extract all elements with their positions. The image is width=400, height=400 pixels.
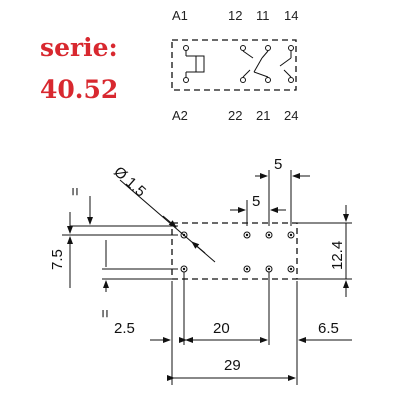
- pin-label: 12: [228, 8, 242, 23]
- pcb-hole-icon: [243, 265, 251, 273]
- pitch-top-inner-label: 5: [252, 193, 260, 210]
- pcb-hole-icon: [289, 233, 293, 237]
- pcb-hole-icon: [287, 231, 295, 239]
- pin-label: 24: [284, 108, 298, 123]
- pcb-hole-icon: [289, 267, 293, 271]
- equal-mark-bottom: =: [97, 309, 114, 318]
- bottom-dimensions: 2.5 20 6.5 29: [114, 272, 352, 385]
- left-dimensions: = 7.5 =: [49, 187, 178, 318]
- series-label: serie:: [40, 33, 118, 62]
- right-offset-label: 6.5: [318, 320, 339, 337]
- pcb-hole-icon: [287, 265, 295, 273]
- hole-diameter-label: Ø 1.5: [110, 163, 149, 200]
- overall-length-label: 29: [224, 357, 241, 374]
- pin-label: 11: [256, 8, 270, 23]
- pin-label: 14: [284, 8, 298, 23]
- pin-label: A2: [172, 108, 188, 123]
- center-span-label: 20: [213, 320, 230, 337]
- equal-mark-top: =: [67, 187, 84, 196]
- height-dimension: 12.4: [297, 205, 352, 297]
- pin-labels-bottom: A2 22 21 24: [172, 108, 298, 123]
- contact-set-icon: [240, 45, 294, 83]
- pin-label: 21: [256, 108, 270, 123]
- coil-icon: [183, 45, 205, 83]
- pcb-hole-icon: [265, 231, 273, 239]
- height-label: 12.4: [329, 241, 346, 270]
- pcb-holes: [180, 231, 295, 273]
- relay-schematic-symbol: [171, 39, 297, 91]
- pcb-hole-icon: [245, 233, 249, 237]
- pitch-top-outer-label: 5: [274, 156, 282, 173]
- pitch-dimension-top: 5 5: [230, 156, 310, 226]
- relay-outline: [171, 39, 297, 91]
- pcb-footprint: [171, 222, 298, 280]
- left-offset-label: 2.5: [114, 320, 135, 337]
- pitch-left-label: 7.5: [49, 249, 66, 270]
- pcb-hole-icon: [245, 267, 249, 271]
- pcb-hole-icon: [182, 267, 186, 271]
- pin-labels-top: A1 12 11 14: [172, 8, 298, 23]
- diameter-dimension: Ø 1.5: [110, 163, 216, 263]
- pcb-hole-icon: [267, 233, 271, 237]
- pcb-hole-icon: [243, 231, 251, 239]
- pcb-hole-icon: [267, 267, 271, 271]
- series-number: 40.52: [40, 75, 118, 104]
- footprint-outline: [171, 222, 298, 280]
- pin-label: 22: [228, 108, 242, 123]
- pcb-hole-icon: [180, 231, 188, 239]
- pin-label: A1: [172, 8, 188, 23]
